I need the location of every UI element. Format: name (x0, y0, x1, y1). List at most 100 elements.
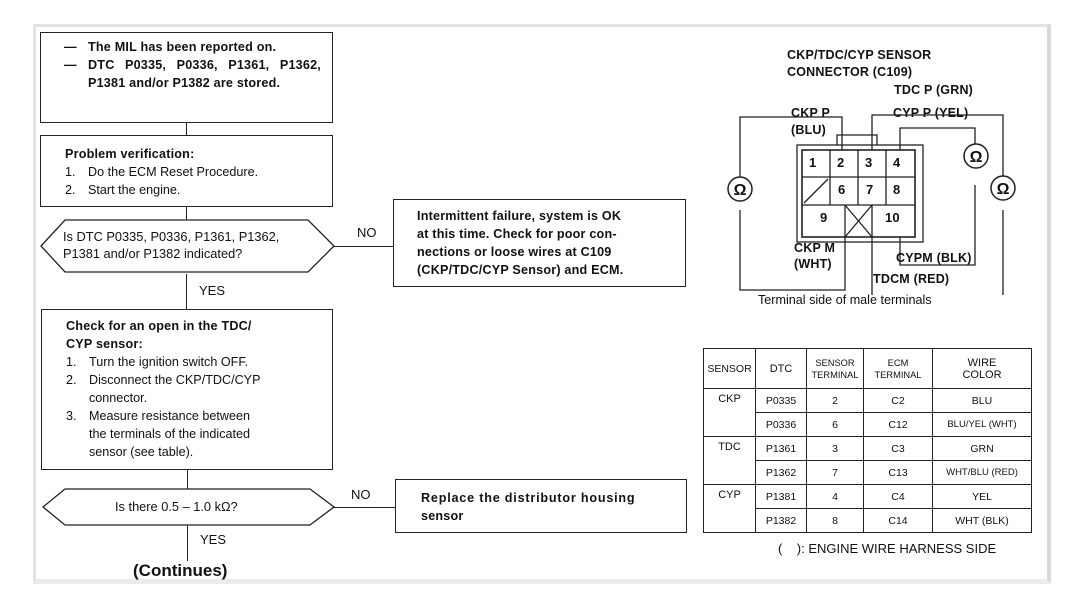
table-row: P1382 8 C14 WHT (BLK) (704, 508, 1032, 533)
connector-line (186, 274, 187, 309)
label-tdcm: TDCM (RED) (873, 272, 950, 286)
intermittent-box: Intermittent failure, system is OK at th… (393, 199, 686, 287)
label-ckp-m-2: (WHT) (794, 257, 832, 271)
cell-sensor: CYP (703, 484, 756, 533)
cell-wire-color: BLU (932, 388, 1032, 413)
intermittent-line-3: nections or loose wires at C109 (417, 245, 612, 259)
intermittent-line-1: Intermittent failure, system is OK (417, 209, 622, 223)
terminal-8: 8 (893, 182, 901, 197)
replace-line-2: sensor (421, 509, 464, 523)
decision-2-no-label: NO (351, 487, 371, 502)
table-footnote: ( ): ENGINE WIRE HARNESS SIDE (778, 541, 997, 556)
decision-2-yes-label: YES (200, 532, 227, 547)
cell-ecm-terminal: C13 (863, 460, 933, 485)
verification-box: Problem verification: 1. Do the ECM Rese… (40, 135, 333, 207)
terminal-4: 4 (893, 155, 901, 170)
header-dtc: DTC (755, 348, 807, 389)
ohm-symbol: Ω (734, 182, 747, 199)
terminal-9: 9 (820, 210, 828, 225)
cell-dtc: P0335 (755, 388, 807, 413)
cell-sensor: TDC (703, 436, 756, 485)
cell-sensor-terminal: 2 (806, 388, 864, 413)
cell-sensor: CKP (703, 388, 756, 437)
terminal-10: 10 (885, 210, 900, 225)
continues-label: (Continues) (133, 561, 228, 580)
cell-dtc: P1361 (755, 436, 807, 461)
bullet-dash: — (64, 58, 77, 72)
decision-1-no-label: NO (357, 225, 377, 240)
cell-dtc: P1381 (755, 484, 807, 509)
check-step-1: Turn the ignition switch OFF. (89, 355, 249, 369)
no-line (334, 246, 393, 247)
cell-sensor-terminal: 3 (806, 436, 864, 461)
check-step-3-line-1: Measure resistance between (89, 409, 251, 423)
cell-wire-color: WHT/BLU (RED) (932, 460, 1032, 485)
connector-caption: Terminal side of male terminals (758, 293, 932, 307)
cell-sensor-terminal: 7 (806, 460, 864, 485)
ohm-meter-icon: Ω (963, 143, 989, 169)
terminal-3: 3 (865, 155, 873, 170)
cell-wire-color: GRN (932, 436, 1032, 461)
connector-title-1: CKP/TDC/CYP SENSOR (787, 48, 932, 62)
ohm-symbol: Ω (970, 149, 983, 166)
terminal-1: 1 (809, 155, 817, 170)
check-step-3-line-3: sensor (see table). (89, 445, 194, 459)
connector-line (187, 470, 188, 489)
replace-line-1: Replace the distributor housing (421, 491, 636, 505)
cell-wire-color: YEL (932, 484, 1032, 509)
connector-diagram (739, 114, 1004, 295)
table-row: P1362 7 C13 WHT/BLU (RED) (704, 460, 1032, 485)
intermittent-line-2: at this time. Check for poor con- (417, 227, 617, 241)
decision-1-yes-label: YES (199, 283, 226, 298)
cell-ecm-terminal: C14 (863, 508, 933, 533)
decision-1-line-1: Is DTC P0335, P0336, P1361, P1362, (63, 229, 280, 244)
label-ckp-p-2: (BLU) (791, 123, 827, 137)
table-row: P0336 6 C12 BLU/YEL (WHT) (704, 412, 1032, 437)
cell-ecm-terminal: C2 (863, 388, 933, 413)
ohm-meter-icon: Ω (990, 175, 1016, 201)
cell-ecm-terminal: C4 (863, 484, 933, 509)
check-title-2: CYP sensor: (66, 337, 143, 351)
decision-2-question: Is there 0.5 – 1.0 kΩ? (115, 499, 238, 514)
connector-line (186, 123, 187, 135)
table-row: CKP P0335 2 C2 BLU (703, 388, 1032, 437)
check-step-2-line-1: Disconnect the CKP/TDC/CYP (89, 373, 261, 387)
step-number: 1. (66, 355, 77, 369)
step-number: 2. (65, 183, 76, 197)
cell-dtc: P1362 (755, 460, 807, 485)
check-step-3-line-2: the terminals of the indicated (89, 427, 251, 441)
verification-step-1: Do the ECM Reset Procedure. (88, 165, 259, 179)
connector-title-2: CONNECTOR (C109) (787, 65, 913, 79)
table-row: CYP P1381 4 C4 YEL (703, 484, 1032, 533)
ohm-symbol: Ω (997, 181, 1010, 198)
cell-dtc: P0336 (755, 412, 807, 437)
cell-sensor-terminal: 4 (806, 484, 864, 509)
verification-title: Problem verification: (65, 147, 195, 161)
check-box: Check for an open in the TDC/ CYP sensor… (41, 309, 333, 470)
decision-1-line-2: P1381 and/or P1382 indicated? (63, 246, 243, 261)
label-cypm: CYPM (BLK) (896, 251, 972, 265)
terminal-2: 2 (837, 155, 845, 170)
cell-sensor-terminal: 8 (806, 508, 864, 533)
cell-wire-color: WHT (BLK) (932, 508, 1032, 533)
replace-box: Replace the distributor housing sensor (395, 479, 687, 533)
table-row: TDC P1361 3 C3 GRN (703, 436, 1032, 485)
header-sensor: SENSOR (703, 348, 756, 389)
intermittent-line-4: (CKP/TDC/CYP Sensor) and ECM. (417, 263, 624, 277)
label-ckp-m-1: CKP M (794, 241, 836, 255)
start-box: — The MIL has been reported on. — DTC P0… (40, 32, 333, 123)
step-number: 1. (65, 165, 76, 179)
label-tdc-p: TDC P (GRN) (894, 83, 974, 97)
step-number: 3. (66, 409, 77, 423)
check-step-2-line-2: connector. (89, 391, 148, 405)
check-title-1: Check for an open in the TDC/ (66, 319, 252, 333)
cell-ecm-terminal: C3 (863, 436, 933, 461)
start-line-2: DTC P0335, P0336, P1361, P1362, P1381 an… (88, 58, 321, 90)
step-number: 2. (66, 373, 77, 387)
cell-ecm-terminal: C12 (863, 412, 933, 437)
cell-wire-color: BLU/YEL (WHT) (932, 412, 1032, 437)
